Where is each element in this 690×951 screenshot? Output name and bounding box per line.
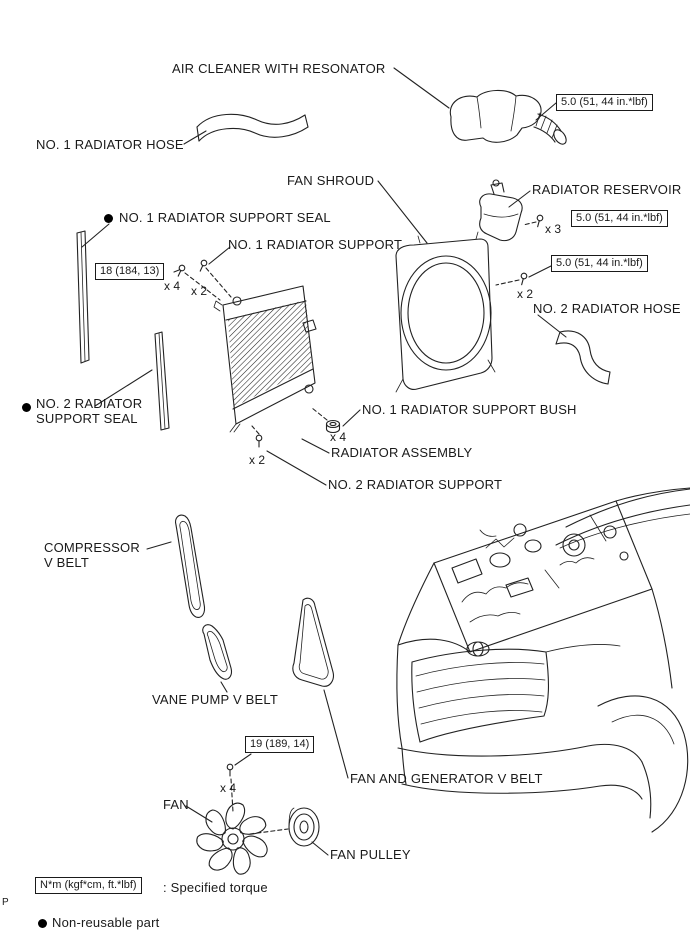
non-reusable-dot [38,919,47,928]
air-cleaner-drawing [449,89,567,145]
torque-fan: 19 (189, 14) [245,736,315,753]
page-marker: P [2,897,9,908]
label-fan-shroud: FAN SHROUD [287,173,375,188]
vehicle-drawing [396,487,690,833]
vane-pump-belt-drawing [202,624,232,680]
compressor-belt-drawing [175,514,206,618]
qty-fan: x 4 [220,781,237,795]
fan-shroud-drawing [395,231,496,393]
no2-radiator-hose-drawing [555,330,611,385]
label-no1-radiator-hose: NO. 1 RADIATOR HOSE [36,137,184,152]
fan-drawing [194,802,271,877]
no2-support-seal-drawing [154,331,170,431]
radiator-reservoir-drawing [479,179,523,242]
bolt-icon [197,258,209,273]
label-vane-pump-v-belt: VANE PUMP V BELT [152,692,279,707]
no1-radiator-hose-drawing [196,113,309,142]
label-no2-radiator-support: NO. 2 RADIATOR SUPPORT [328,477,503,492]
label-compressor-v-belt: COMPRESSOR V BELT [44,540,140,570]
label-air-cleaner: AIR CLEANER WITH RESONATOR [172,61,386,76]
non-reusable-dot [22,403,31,412]
bolt-icon [226,763,234,777]
torque-reservoir: 5.0 (51, 44 in.*lbf) [571,210,668,227]
legend-nonreusable-text: Non-reusable part [52,915,160,930]
label-fan-generator-v-belt: FAN AND GENERATOR V BELT [350,771,543,786]
label-fan: FAN [163,797,189,812]
no1-support-seal-drawing [76,230,90,364]
leader-lines [81,67,567,856]
legend-torque-box: N*m (kgf*cm, ft.*lbf) [35,877,142,894]
bolt-icon [255,434,263,448]
legend-torque-text: : Specified torque [163,880,268,895]
bolt-icon [518,272,528,286]
qty-bush: x 4 [330,430,347,444]
label-no2-radiator-support-seal: NO. 2 RADIATOR SUPPORT SEAL [36,396,143,426]
torque-fan-shroud: 5.0 (51, 44 in.*lbf) [551,255,648,272]
label-no1-radiator-support-seal: NO. 1 RADIATOR SUPPORT SEAL [119,210,331,225]
qty-no2-support: x 2 [249,453,266,467]
fan-pulley-drawing [288,807,320,847]
torque-air-cleaner: 5.0 (51, 44 in.*lbf) [556,94,653,111]
label-radiator-reservoir: RADIATOR RESERVOIR [532,182,682,197]
torque-radiator-support: 18 (184, 13) [95,263,165,280]
label-no1-radiator-support: NO. 1 RADIATOR SUPPORT [228,237,403,252]
qty-support-x4: x 4 [164,279,181,293]
label-fan-pulley: FAN PULLEY [330,847,411,862]
non-reusable-dot [104,214,113,223]
support-bush-drawing [325,419,341,434]
label-radiator-assembly: RADIATOR ASSEMBLY [331,445,473,460]
engine-drawing [451,514,629,623]
label-no1-radiator-support-bush: NO. 1 RADIATOR SUPPORT BUSH [362,402,577,417]
fan-generator-belt-drawing [292,597,334,687]
label-no2-radiator-hose: NO. 2 RADIATOR HOSE [533,301,681,316]
qty-shroud: x 2 [517,287,534,301]
bolt-icon [534,214,544,228]
qty-reservoir: x 3 [545,222,562,236]
qty-support-x2: x 2 [191,284,208,298]
radiator-assembly-drawing [213,285,317,433]
assembly-dashed-lines [184,221,537,835]
